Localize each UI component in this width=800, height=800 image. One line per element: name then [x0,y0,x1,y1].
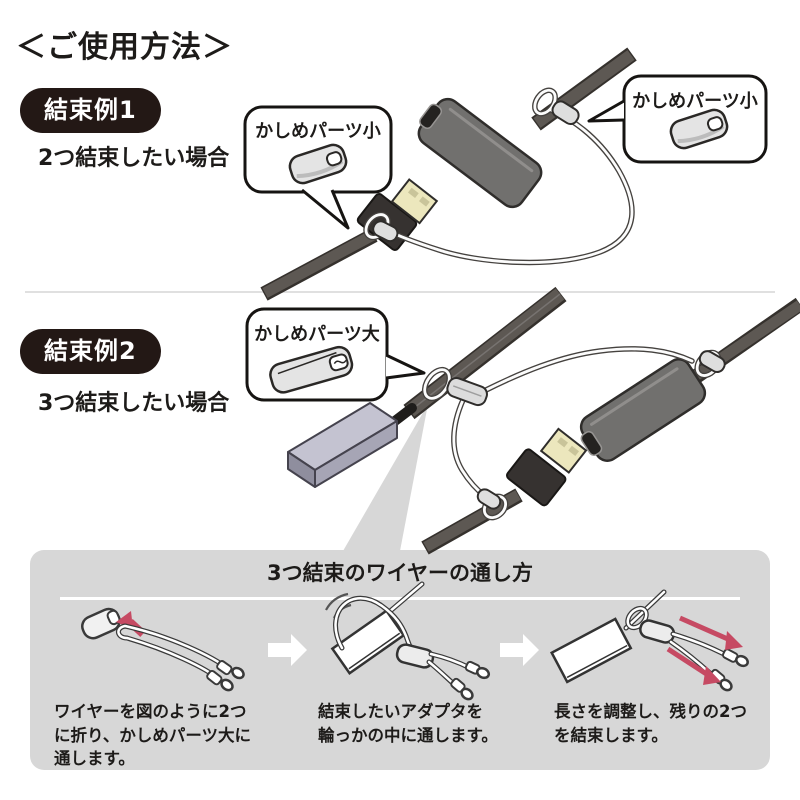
crimp-part-small-icon [669,108,729,150]
crimp-part-large-icon [81,607,121,640]
next-step-arrow-icon [500,634,539,666]
howto-steps-illustration [81,581,749,701]
example1-caption: 2つ結束したい場合 [38,146,230,171]
callout-small-right [587,74,768,164]
section1-illustration [243,47,768,301]
step1-caption-line1: ワイヤーを図のように2つ [54,702,247,721]
step1-caption: ワイヤーを図のように2つ に折り、かしめパーツ大に 通します。 [54,700,251,771]
step3-caption-line2: を結束します。 [554,725,668,745]
panel-pointer-wedge [343,404,428,551]
step1-caption-line2: に折り、かしめパーツ大に [54,725,252,745]
crimp-part-small-icon [288,143,348,185]
crimp-part-small [476,488,502,510]
howto-panel: 3つ結束のワイヤーの通し方 [30,550,770,770]
step2-caption-line2: 輪っかの中に通します。 [318,725,498,745]
callout-large [245,307,426,402]
howto-panel-title: 3つ結束のワイヤーの通し方 [267,561,533,585]
panel-separator [60,597,740,600]
step2-caption-line1: 結束したいアダプタを [318,702,483,721]
crimp-part-large [446,377,488,407]
adapter-device [579,358,707,462]
callout-large-label: かしめパーツ大 [254,324,380,345]
crimp-part-small [372,220,399,243]
step3-illustration [550,589,749,692]
step2-caption: 結束したいアダプタを 輪っかの中に通します。 [318,700,498,747]
step2-illustration [325,581,491,701]
crimp-part-large-icon [269,345,354,394]
example2-caption: 3つ結束したい場合 [38,391,230,416]
pull-arrow-icon [666,615,743,685]
crimp-part-small [551,100,580,126]
step1-illustration [81,607,245,692]
callout-small-right-label: かしめパーツ小 [632,91,758,112]
callout-small-left-label: かしめパーツ小 [255,121,381,142]
page-title: ＜ご使用方法＞ [16,30,233,65]
adapter-device [417,97,543,209]
example2-badge: 結束例2 [20,329,161,374]
section-divider [25,291,775,293]
next-step-arrow-icon [268,634,307,666]
section2-illustration [245,286,800,555]
example1-badge: 結束例1 [20,88,161,133]
callout-small-left [243,105,393,230]
usb-plug [506,427,588,507]
step3-caption: 長さを調整し、残りの2つ を結束します。 [554,700,747,747]
crimp-part-small [698,350,726,373]
step1-caption-line3: 通します。 [54,749,135,768]
ac-adapter [287,402,398,488]
step3-caption-line1: 長さを調整し、残りの2つ [554,702,747,721]
